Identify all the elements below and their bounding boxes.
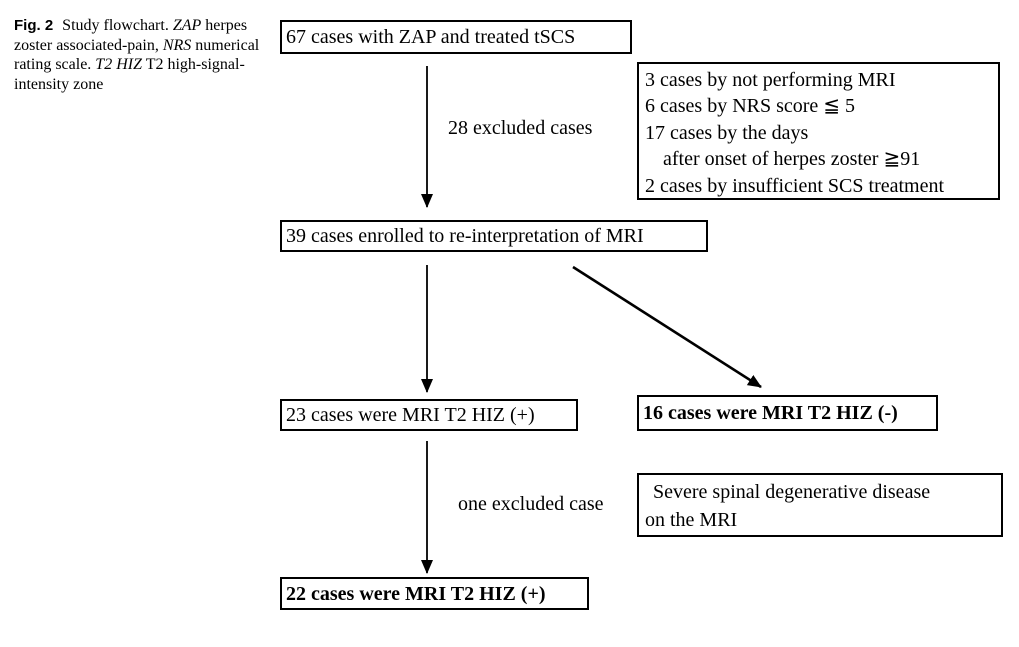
severe-degeneration-line: on the MRI	[645, 509, 738, 531]
caption-abbrev-nrs: NRS	[162, 36, 192, 54]
box-enrolled-cases-text: 39 cases enrolled to re-interpretation o…	[286, 225, 644, 247]
caption-text: T2 high-signal-intensity zone	[14, 56, 245, 93]
caption-abbrev-zap: ZAP	[172, 17, 202, 34]
box-hiz-positive: 23 cases were MRI T2 HIZ (+)	[280, 399, 578, 431]
box-final-cases: 22 cases were MRI T2 HIZ (+)	[280, 577, 589, 610]
exclusion-reason-line: 3 cases by not performing MRI	[645, 69, 896, 91]
exclusion-reason-line: 2 cases by insufficient SCS treatment	[645, 174, 945, 197]
exclusion-reason-line: 6 cases by NRS score ≦ 5	[645, 95, 856, 118]
figure-number: Fig. 2	[14, 17, 54, 34]
box-hiz-negative-text: 16 cases were MRI T2 HIZ (-)	[643, 402, 898, 424]
figure-caption: Fig. 2 Study flowchart. ZAP herpes zoste…	[14, 16, 262, 94]
label-excluded-28: 28 excluded cases	[448, 117, 593, 139]
caption-text: herpes zoster associated-pain,	[14, 17, 248, 54]
exclusion-reason-line: 17 cases by the days	[645, 121, 809, 144]
caption-text: Study flowchart.	[58, 17, 173, 34]
box-hiz-negative: 16 cases were MRI T2 HIZ (-)	[637, 395, 938, 431]
box-final-cases-text: 22 cases were MRI T2 HIZ (+)	[286, 582, 546, 605]
caption-text: numerical rating scale.	[14, 36, 260, 74]
box-severe-degeneration: Severe spinal degenerative disease on th…	[637, 473, 1003, 537]
exclusion-reason-line: after onset of herpes zoster ≧91	[663, 148, 921, 171]
box-total-cases: 67 cases with ZAP and treated tSCS	[280, 20, 632, 54]
arrow-enrolled-to-hiz-negative	[572, 265, 762, 389]
label-excluded-one: one excluded case	[458, 493, 604, 515]
caption-abbrev-t2hiz: T2 HIZ	[95, 56, 142, 73]
box-enrolled-cases: 39 cases enrolled to re-interpretation o…	[280, 220, 708, 252]
severe-degeneration-line: Severe spinal degenerative disease	[653, 481, 931, 503]
box-hiz-positive-text: 23 cases were MRI T2 HIZ (+)	[286, 404, 535, 426]
box-total-cases-text: 67 cases with ZAP and treated tSCS	[286, 26, 576, 48]
box-exclusion-reasons: 3 cases by not performing MRI 6 cases by…	[637, 62, 1000, 200]
